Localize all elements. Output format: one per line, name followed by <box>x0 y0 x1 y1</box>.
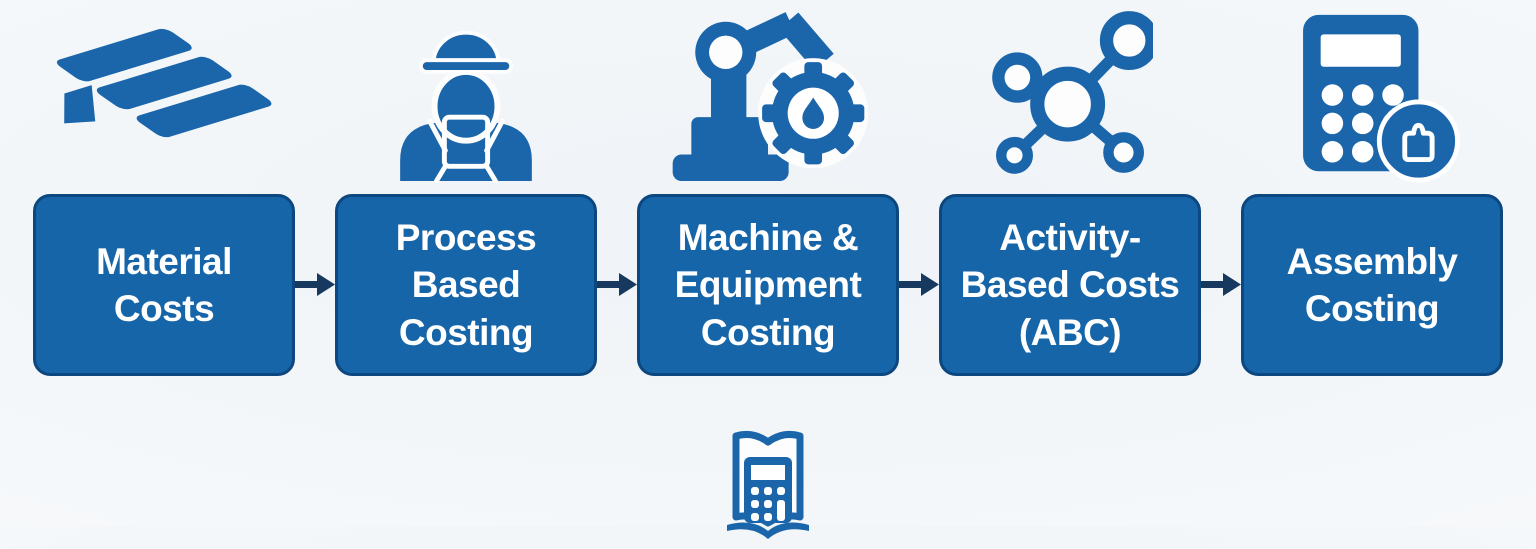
flow-box-assembly-costing: Assembly Costing <box>1241 194 1503 376</box>
right-arrow-icon <box>899 271 939 297</box>
product-glyph <box>1402 122 1435 163</box>
step-machine-equipment-costing: Machine & Equipment Costing <box>637 0 899 376</box>
box-label: Process Based Costing <box>395 216 537 353</box>
box-label: Material Costs <box>96 240 232 329</box>
box-label: Assembly Costing <box>1286 240 1458 329</box>
step-process-based-costing: Process Based Costing <box>335 0 597 376</box>
right-arrow-icon <box>597 271 637 297</box>
right-arrow-icon <box>1201 271 1241 297</box>
metal-ingots-icon <box>48 0 280 194</box>
step-material-costs: Material Costs <box>33 0 295 376</box>
book-calculator-icon <box>712 427 824 549</box>
step-assembly-costing: Assembly Costing <box>1241 0 1503 376</box>
step-activity-based-costs: Activity- Based Costs (ABC) <box>939 0 1201 376</box>
construction-worker-icon <box>390 0 542 194</box>
flow-box-process-based-costing: Process Based Costing <box>335 194 597 376</box>
right-arrow-icon <box>295 271 335 297</box>
box-label: Activity- Based Costs (ABC) <box>960 216 1180 353</box>
flow-box-machine-equipment-costing: Machine & Equipment Costing <box>637 194 899 376</box>
molecule-network-icon <box>987 0 1153 194</box>
robot-arm-gear-icon <box>664 0 872 194</box>
flow-box-material-costs: Material Costs <box>33 194 295 376</box>
costing-flow-diagram: Material Costs <box>33 0 1503 376</box>
box-label: Machine & Equipment Costing <box>674 216 862 353</box>
flow-box-activity-based-costs: Activity- Based Costs (ABC) <box>939 194 1201 376</box>
calculator-badge-icon <box>1281 0 1463 194</box>
